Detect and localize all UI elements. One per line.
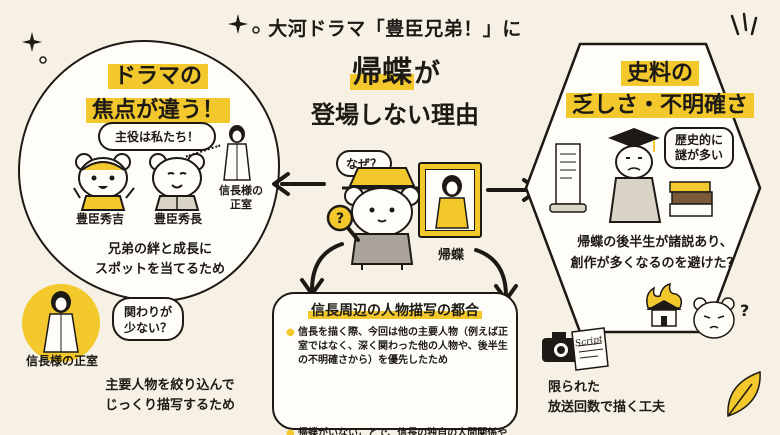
right-heading-line-2: 乏しさ・不明確さ xyxy=(565,93,754,118)
sparkle-icon xyxy=(228,14,260,34)
books-icon xyxy=(669,181,713,217)
seishitsu-figure-icon xyxy=(223,125,251,181)
left-heading: ドラマの 焦点が違う！ xyxy=(58,60,258,128)
kicho-figure-icon xyxy=(435,175,469,229)
bullet-item-1: 信長を描く際、今回は他の主要人物（例えば正室ではなく、深く関わった他の人物や、後… xyxy=(286,326,512,368)
page-title: 大河ドラマ「豊臣兄弟！」に 帰蝶が 登場しない理由 xyxy=(255,14,535,130)
name-hideyoshi: 豊臣秀吉 xyxy=(75,212,124,226)
castle-fire-icon xyxy=(646,282,683,327)
left-heading-line-1: ドラマの xyxy=(107,64,208,89)
title-line-3: 登場しない理由 xyxy=(311,101,479,129)
name-kicho: 帰蝶 xyxy=(437,248,464,263)
script-icon xyxy=(571,327,609,371)
speech-bubble-kakawari: 関わりが 少ない？ xyxy=(112,297,184,341)
center-heading-text: 信長周辺の人物描写の都合 xyxy=(308,303,482,319)
speech-bubble-naze: なぜ？ xyxy=(336,150,392,177)
kicho-portrait-frame xyxy=(418,162,482,238)
right-heading: 史料の 乏しさ・不明確さ xyxy=(560,58,760,122)
seishitsu-portrait-icon xyxy=(43,291,79,353)
title-line-1: 大河ドラマ「豊臣兄弟！」に xyxy=(268,18,522,40)
camera-icon xyxy=(542,332,580,362)
graduation-cap-icon xyxy=(608,128,662,223)
puzzled-bear-icon: ? xyxy=(693,297,749,339)
arrow-icon xyxy=(272,172,326,196)
bottom-left-description: 主要人物を絞り込んで じっくり描写するため xyxy=(104,378,235,413)
center-heading: 信長周辺の人物描写の都合 xyxy=(272,300,518,320)
name-hidenaga: 豊臣秀長 xyxy=(153,212,202,226)
detective-bear-icon: ? xyxy=(326,167,422,270)
bear-hidenaga-icon xyxy=(149,153,205,211)
question-mark: ? xyxy=(336,211,344,227)
title-ga: が xyxy=(413,59,440,89)
speech-bubble-rekishi: 歴史的に 謎が多い xyxy=(664,127,734,169)
sparkle-icon xyxy=(730,12,758,36)
title-line-2: 帰蝶が xyxy=(255,47,535,91)
name-seishitsu-bottom: 信長様の正室 xyxy=(25,354,98,368)
scroll-icon xyxy=(549,143,587,213)
sparkle-icon xyxy=(22,32,42,52)
left-heading-line-2: 焦点が違う！ xyxy=(85,98,230,123)
bear-hideyoshi-icon xyxy=(73,153,135,211)
name-seishitsu: 信長様の 正室 xyxy=(219,184,263,211)
bottom-right-description: 限られた 放送回数で描く工夫 xyxy=(548,380,666,415)
puzzled-question-mark: ? xyxy=(740,301,749,320)
right-heading-line-1: 史料の xyxy=(620,61,699,86)
title-kicho: 帰蝶 xyxy=(349,55,414,90)
kicho-portrait xyxy=(425,169,475,231)
speech-bubble-main: 主役は私たち！ xyxy=(98,122,216,151)
bullet-item-2: 帰蝶がいないことで、信長の独自の人間関係や兄弟の物語を際立たせる効果も？ xyxy=(286,427,512,435)
sparkle-icon xyxy=(39,56,47,64)
right-description: 帰蝶の後半生が諸説あり、 創作が多くなるのを避けた？ xyxy=(570,235,740,271)
left-description: 兄弟の絆と成長に スポットを当てるため xyxy=(94,242,225,277)
leaf-icon xyxy=(727,370,761,418)
